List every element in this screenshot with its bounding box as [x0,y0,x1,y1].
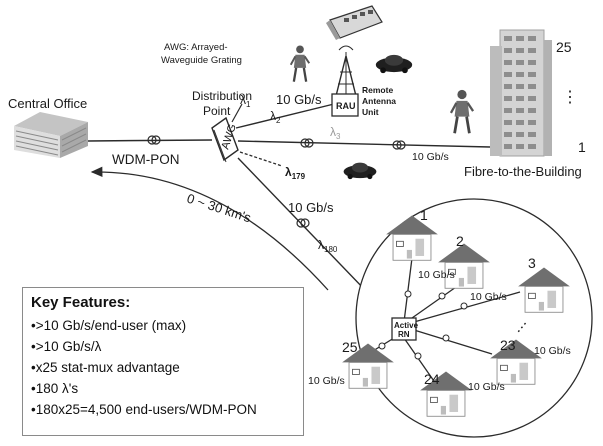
house-2-label: 2 [456,233,464,249]
fibre-rate-label: 10 Gb/s [412,151,449,163]
remote-label-line1: Remote [362,85,393,95]
lambda179-label: λ179 [285,165,306,181]
awg-note-line1: AWG: Arrayed- [164,42,228,53]
key-feature-item: >10 Gb/s/λ [31,336,295,357]
awg-note-line2: Waveguide Grating [161,55,242,66]
house-3-rate: 10 Gb/s [470,291,507,303]
lambda3-fibre [237,140,491,148]
rn-spokes [367,257,521,385]
active-rn-label-line1: Active [394,321,419,330]
person-icon [450,88,474,135]
house-3-label: 3 [528,255,536,271]
lambda1-fibre [231,103,243,123]
key-feature-item: x25 stat-mux advantage [31,357,295,378]
house-1-label: 1 [420,207,428,223]
active-rn-label-line2: RN [398,330,410,339]
active-rn-box [391,317,417,341]
floor-dots-label: ⋮ [562,89,578,106]
feeder-fibre [87,139,213,142]
awg-device-icon [211,116,239,163]
house-2-rate: 10 Gb/s [418,269,455,281]
distance-arrow [90,166,329,291]
floor-top-label: 25 [556,39,572,55]
house-24-rate: 10 Gb/s [468,381,505,393]
floor-bottom-label: 1 [578,139,586,155]
lambda179-fibre [239,151,283,167]
key-features-title: Key Features: [31,294,131,311]
key-features-list: >10 Gb/s/end-user (max) >10 Gb/s/λ x25 s… [31,315,295,420]
key-feature-item: 180x25=4,500 end-users/WDM-PON [31,399,295,420]
key-features-box: Key Features: >10 Gb/s/end-user (max) >1… [22,287,304,436]
remote-label-line3: Unit [362,107,379,117]
person-icon [290,44,310,83]
distribution-label-line2: Point [203,104,231,118]
distribution-label-line1: Distribution [192,89,252,103]
house-25-rate: 10 Gb/s [308,375,345,387]
wdm-pon-label: WDM-PON [112,152,180,167]
key-feature-item: 180 λ's [31,378,295,399]
rau-rate-label: 10 Gb/s [276,92,322,107]
distance-label: 0 ~ 30 km's [185,191,253,226]
antenna-tower-icon [335,45,357,97]
train-icon [326,5,383,40]
remote-label-line2: Antenna [362,96,396,106]
spoke-coils [378,290,468,360]
car-icon [343,162,377,180]
coil-icon [296,218,310,228]
fibre-to-building-label: Fibre-to-the-Building [464,164,582,179]
house-24-label: 24 [424,371,440,387]
house-23-rate: 10 Gb/s [534,345,571,357]
lambda2-fibre [235,103,335,129]
car-icon [375,54,413,74]
rn-link-rate-label: 10 Gb/s [288,200,334,215]
house-25-label: 25 [342,339,358,355]
lambda3-label: λ3 [330,125,341,141]
house-23-label: 23 [500,337,516,353]
lambda1-label: λ1 [240,93,251,109]
rau-box [331,93,359,117]
key-feature-item: >10 Gb/s/end-user (max) [31,315,295,336]
lambda2-label: λ2 [270,109,281,125]
central-office-label: Central Office [8,96,87,111]
central-office-icon [14,112,88,158]
high-rise-building-icon [490,29,552,157]
rau-label: RAU [336,101,356,111]
lambda180-label: λ180 [318,238,338,254]
